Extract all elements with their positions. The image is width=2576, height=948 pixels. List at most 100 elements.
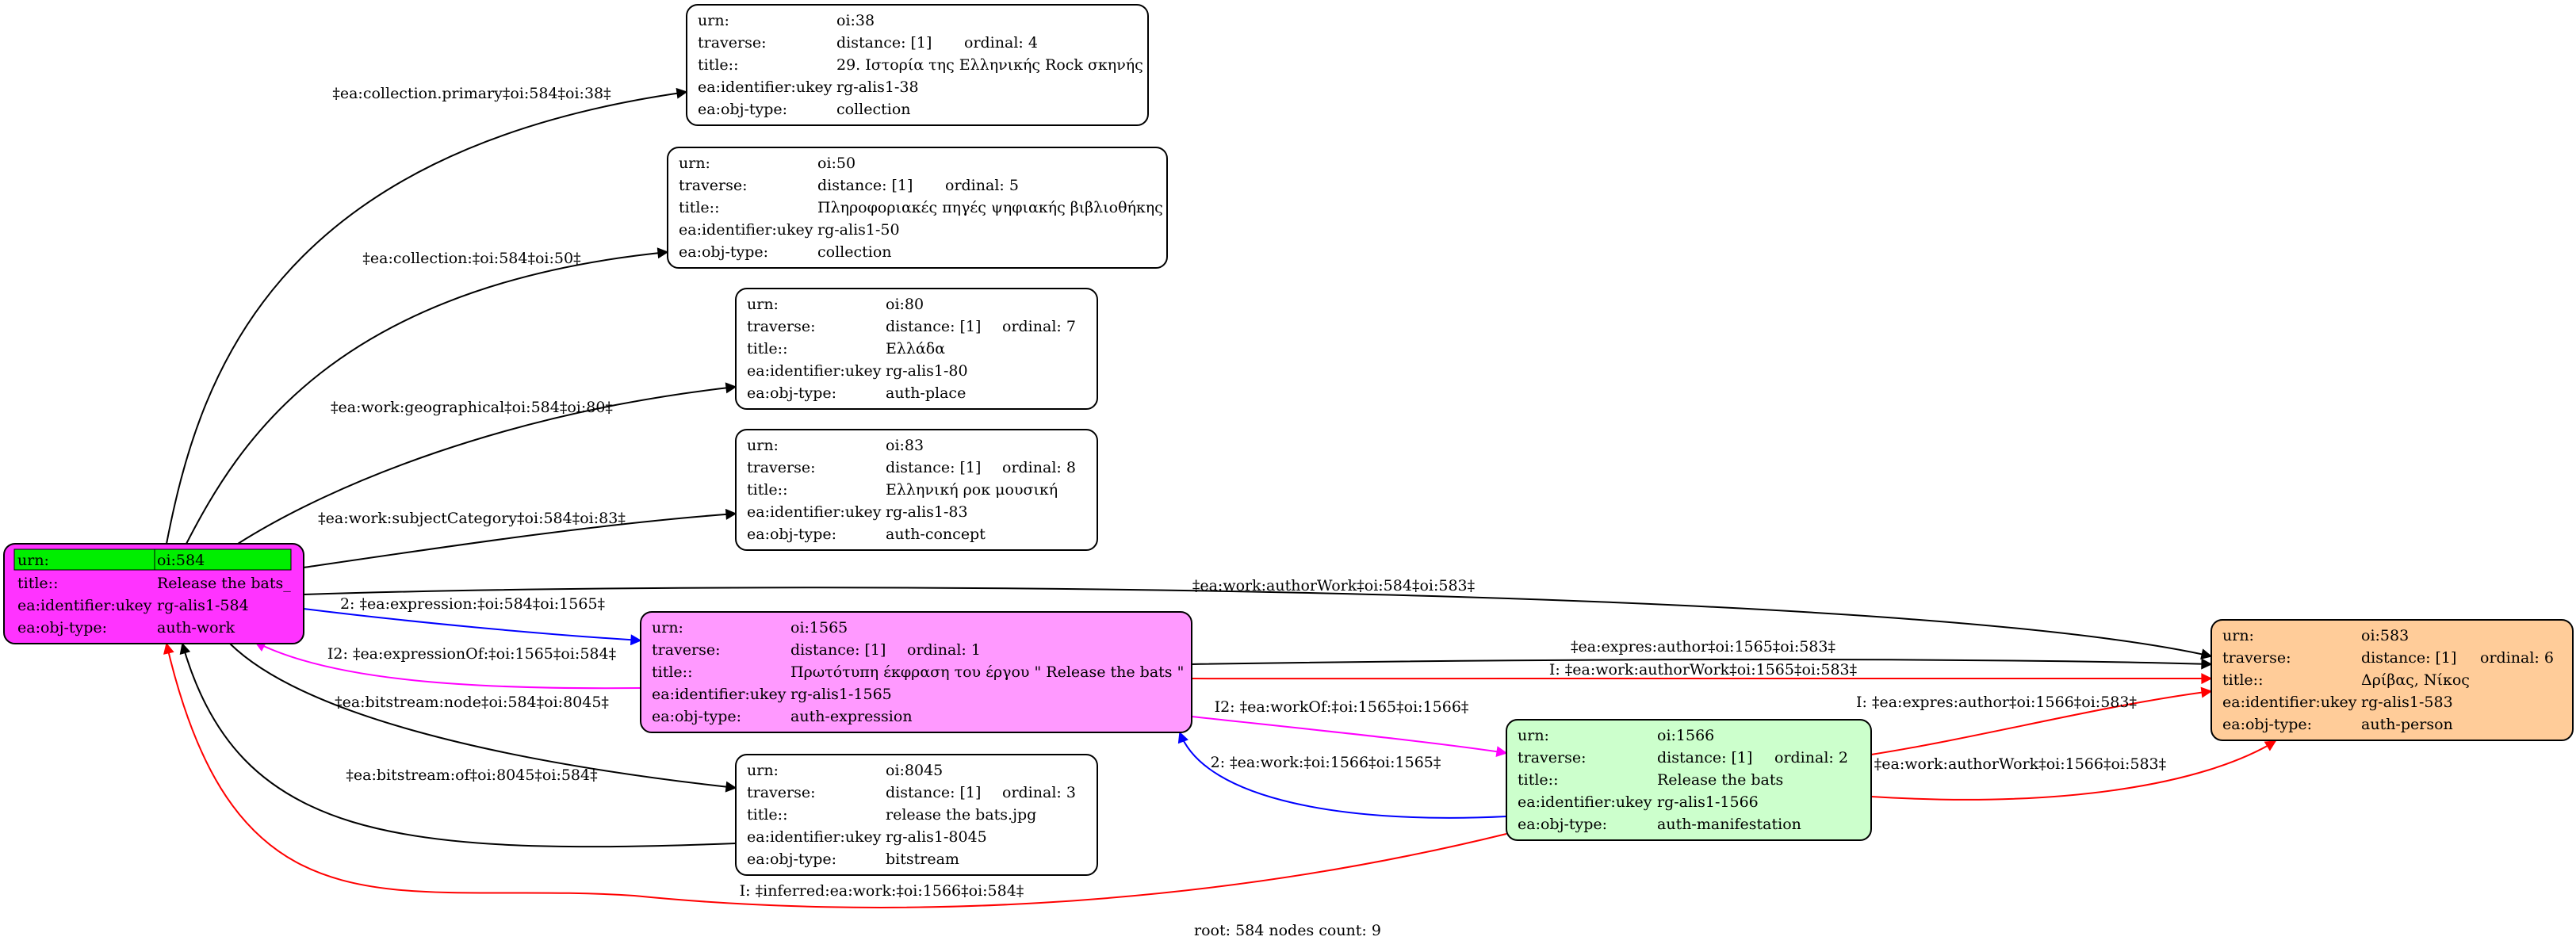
node-key: ea:obj-type: xyxy=(747,526,836,543)
graph-footer: root: 584 nodes count: 9 xyxy=(1194,922,1381,939)
node-value: 29. Ιστορία της Ελληνικής Rock σκηνής xyxy=(836,56,1143,74)
node-key: urn: xyxy=(698,12,729,29)
node-value: rg-alis1-584 xyxy=(157,597,249,614)
edge-label: I: ‡ea:expres:author‡oi:1566‡oi:583‡ xyxy=(1856,694,2137,711)
edge-label: I: ‡ea:work:authorWork‡oi:1565‡oi:583‡ xyxy=(1549,661,1857,679)
node-value: ordinal: 8 xyxy=(1002,459,1076,476)
node-key: ea:identifier:ukey xyxy=(1518,793,1652,811)
edge-work-1566-1565: 2: ‡ea:work:‡oi:1566‡oi:1565‡ xyxy=(1177,731,1507,819)
node-key: traverse: xyxy=(652,641,721,659)
node-key: ea:obj-type: xyxy=(679,243,768,261)
node-oi-50[interactable]: urn: oi:50 traverse: distance: [1] ordin… xyxy=(667,147,1168,269)
node-value: collection xyxy=(817,243,892,261)
node-value: oi:1566 xyxy=(1657,727,1714,744)
edge-label: ‡ea:collection:‡oi:584‡oi:50‡ xyxy=(362,250,580,267)
node-key: title:: xyxy=(747,806,787,824)
node-key: traverse: xyxy=(679,177,748,194)
node-value: auth-concept xyxy=(886,526,986,543)
node-oi-80[interactable]: urn: oi:80 traverse: distance: [1] ordin… xyxy=(735,288,1098,410)
node-key: ea:identifier:ukey xyxy=(747,828,882,846)
node-value: distance: [1] xyxy=(836,34,932,52)
node-value: auth-place xyxy=(886,384,966,402)
node-oi-8045[interactable]: urn: oi:8045 traverse: distance: [1] ord… xyxy=(735,754,1098,876)
node-key: title:: xyxy=(1518,771,1558,789)
node-key: ea:identifier:ukey xyxy=(17,597,152,614)
node-key: traverse: xyxy=(698,34,767,52)
node-value: collection xyxy=(836,101,911,118)
edge-label: ‡ea:collection.primary‡oi:584‡oi:38‡ xyxy=(332,85,611,102)
node-value: auth-expression xyxy=(790,708,913,725)
node-value: distance: [1] xyxy=(886,318,981,335)
edge-label: I2: ‡ea:workOf:‡oi:1565‡oi:1566‡ xyxy=(1215,698,1469,716)
node-value: Release the bats xyxy=(1657,771,1783,789)
node-key: urn: xyxy=(652,619,683,636)
edge-work-subjectcategory-584-83: ‡ea:work:subjectCategory‡oi:584‡oi:83‡ xyxy=(303,508,737,568)
node-oi-583[interactable]: urn: oi:583 traverse: distance: [1] ordi… xyxy=(2210,619,2574,741)
edge-expres-author-1565-583: ‡ea:expres:author‡oi:1565‡oi:583‡ xyxy=(1191,638,2213,670)
edge-collection-584-50: ‡ea:collection:‡oi:584‡oi:50‡ xyxy=(186,247,669,545)
node-value: rg-alis1-38 xyxy=(836,78,919,96)
edge-expressionof-1565-584: I2: ‡ea:expressionOf:‡oi:1565‡oi:584‡ xyxy=(254,641,641,690)
node-key: title:: xyxy=(698,56,738,74)
node-key: urn: xyxy=(747,437,779,454)
node-value: auth-work xyxy=(157,619,235,636)
node-value: oi:8045 xyxy=(886,762,943,779)
node-value: ordinal: 5 xyxy=(945,177,1019,194)
edge-label: ‡ea:work:authorWork‡oi:584‡oi:583‡ xyxy=(1192,577,1475,594)
node-key: ea:obj-type: xyxy=(652,708,741,725)
node-key: urn: xyxy=(747,762,779,779)
node-key: urn: xyxy=(17,552,49,569)
node-value: rg-alis1-80 xyxy=(886,362,968,380)
node-value: oi:1565 xyxy=(790,619,848,636)
node-value: ordinal: 3 xyxy=(1002,784,1076,801)
node-key: ea:obj-type: xyxy=(2222,716,2312,733)
edge-work-authorwork-584-583: ‡ea:work:authorWork‡oi:584‡oi:583‡ xyxy=(303,577,2213,660)
edge-label: ‡ea:bitstream:node‡oi:584‡oi:8045‡ xyxy=(335,694,609,711)
node-key: traverse: xyxy=(747,784,816,801)
node-key: title:: xyxy=(747,481,787,499)
node-oi-38[interactable]: urn: oi:38 traverse: distance: [1] ordin… xyxy=(686,4,1149,126)
edge-label: 2: ‡ea:expression:‡oi:584‡oi:1565‡ xyxy=(340,595,605,613)
node-oi-83[interactable]: urn: oi:83 traverse: distance: [1] ordin… xyxy=(735,429,1098,551)
node-value: ordinal: 7 xyxy=(1002,318,1076,335)
node-key: ea:identifier:ukey xyxy=(747,362,882,380)
node-key: ea:identifier:ukey xyxy=(698,78,833,96)
node-key: traverse: xyxy=(1518,749,1587,766)
node-value: rg-alis1-83 xyxy=(886,503,968,521)
node-value: Πληροφοριακές πηγές ψηφιακής βιβλιοθήκης xyxy=(817,199,1163,216)
node-value: Ελλάδα xyxy=(886,340,945,357)
edge-label: 2: ‡ea:work:‡oi:1566‡oi:1565‡ xyxy=(1211,754,1441,771)
node-value: oi:38 xyxy=(836,12,875,29)
node-value: distance: [1] xyxy=(817,177,913,194)
edge-label: ‡ea:expres:author‡oi:1565‡oi:583‡ xyxy=(1571,638,1835,656)
node-value: ordinal: 4 xyxy=(964,34,1038,52)
node-key: title:: xyxy=(17,575,58,592)
edge-label: ‡ea:bitstream:of‡oi:8045‡oi:584‡ xyxy=(346,766,597,784)
edge-bitstream-of-8045-584: ‡ea:bitstream:of‡oi:8045‡oi:584‡ xyxy=(179,642,737,848)
node-value: rg-alis1-1566 xyxy=(1657,793,1759,811)
node-value: auth-person xyxy=(2361,716,2453,733)
node-key: urn: xyxy=(747,296,779,313)
edge-workof-1565-1566: I2: ‡ea:workOf:‡oi:1565‡oi:1566‡ xyxy=(1191,698,1508,758)
node-value: ordinal: 2 xyxy=(1774,749,1848,766)
edge-expression-584-1565: 2: ‡ea:expression:‡oi:584‡oi:1565‡ xyxy=(303,595,642,646)
node-oi-1565[interactable]: urn: oi:1565 traverse: distance: [1] ord… xyxy=(640,611,1192,733)
node-value: distance: [1] xyxy=(886,784,981,801)
edge-label: I: ‡inferred:ea:work:‡oi:1566‡oi:584‡ xyxy=(740,882,1024,900)
node-key: traverse: xyxy=(747,459,816,476)
node-oi-1566[interactable]: urn: oi:1566 traverse: distance: [1] ord… xyxy=(1506,719,1872,841)
node-value: rg-alis1-1565 xyxy=(790,686,892,703)
root-highlight-key xyxy=(13,549,155,571)
node-value: oi:83 xyxy=(886,437,924,454)
node-value: rg-alis1-50 xyxy=(817,221,900,239)
node-value: oi:50 xyxy=(817,155,855,172)
node-value: distance: [1] xyxy=(790,641,886,659)
node-key: title:: xyxy=(2222,671,2263,689)
edge-work-geographical-584-80: ‡ea:work:geographical‡oi:584‡oi:80‡ xyxy=(237,382,737,545)
node-root-oi-584[interactable]: urn: oi:584 title:: Release the bats_ ea… xyxy=(3,543,304,644)
node-key: urn: xyxy=(2222,627,2254,644)
node-value: bitstream xyxy=(886,851,959,868)
edge-inferred-expres-author-1566-583: I: ‡ea:expres:author‡oi:1566‡oi:583‡ xyxy=(1856,686,2213,755)
node-value: distance: [1] xyxy=(886,459,981,476)
